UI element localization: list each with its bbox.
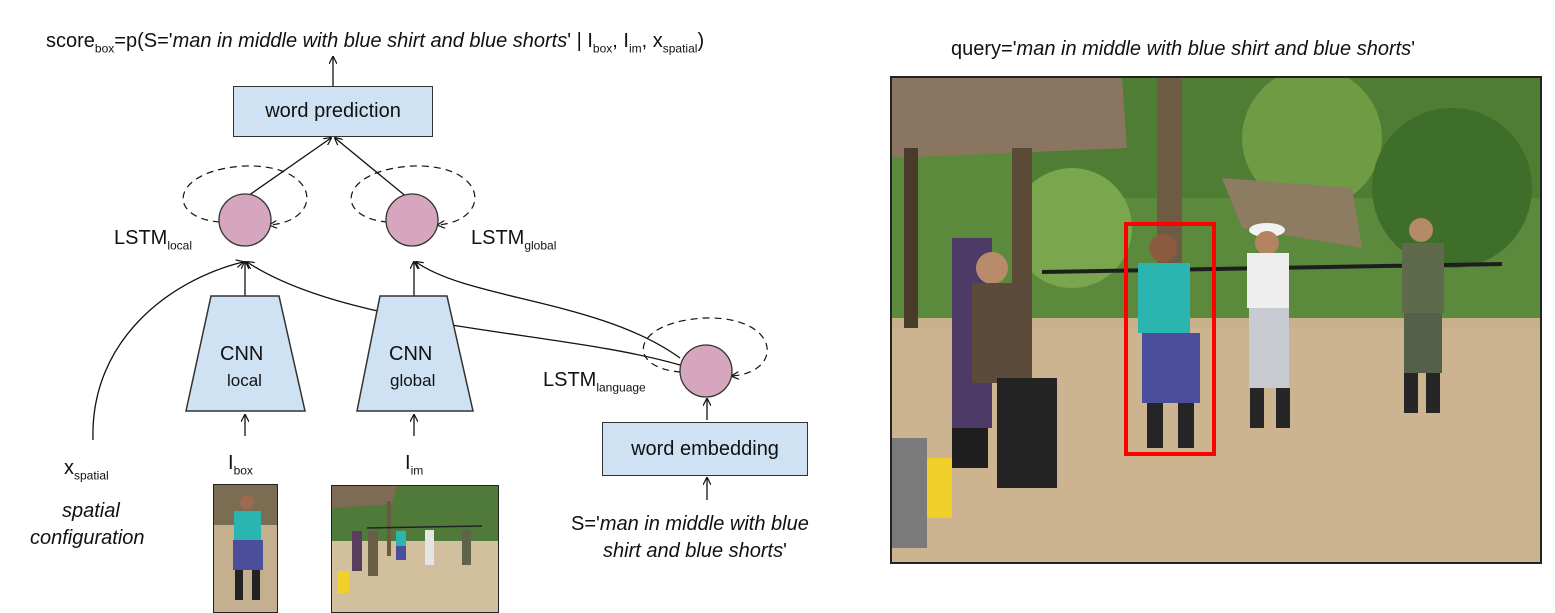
lstm-global-node [385, 193, 439, 247]
iim-label: Iim [405, 452, 424, 478]
language-to-local-curve [247, 262, 681, 366]
x-main: x [64, 457, 74, 479]
lstm-local-main: LSTM [114, 227, 168, 249]
lstm-language-label: LSTMlanguage [543, 369, 646, 395]
ibox-sub: box [233, 463, 253, 478]
formula-box-sub: box [592, 41, 613, 56]
iim-sub: im [410, 463, 424, 478]
word-prediction-box: word prediction [233, 86, 433, 137]
loop-local [182, 165, 308, 225]
spatial-config-line2: configuration [30, 527, 145, 549]
cnn-global-title: CNN [389, 343, 433, 365]
formula-query: man in middle with blue shirt and blue s… [172, 30, 568, 52]
formula-comma2: , x [641, 30, 663, 52]
global-to-prediction-arrow [335, 138, 409, 199]
iim-thumbnail [331, 485, 499, 613]
ibox-thumbnail [213, 484, 278, 613]
lstm-local-sub: local [167, 238, 193, 253]
spatial-config-line1: spatial [62, 500, 120, 522]
x-sub: spatial [74, 468, 109, 483]
formula-eq: =p(S=' [114, 30, 173, 52]
cnn-global-shape [356, 295, 474, 412]
word-prediction-label: word prediction [265, 100, 401, 122]
sentence-line2: shirt and blue shorts' [603, 540, 787, 563]
local-to-prediction-arrow [244, 138, 331, 199]
score-sub: box [94, 41, 115, 56]
lstm-global-sub: global [524, 238, 557, 253]
query-suffix: ' [1411, 38, 1416, 60]
lstm-language-main: LSTM [543, 369, 597, 391]
loop-global [350, 165, 476, 225]
s-line2: shirt and blue shorts [603, 540, 784, 562]
sentence-line1: S='man in middle with blue [571, 513, 809, 536]
iim-main: I [405, 452, 411, 474]
target-highlight-box [1124, 222, 1216, 456]
ibox-label: Ibox [228, 452, 253, 478]
score-text: score [46, 30, 95, 52]
scene-photo [890, 76, 1542, 564]
cnn-local-sub: local [227, 371, 262, 390]
lstm-local-node [218, 193, 272, 247]
s-prefix: S=' [571, 513, 600, 535]
score-formula: scorebox=p(S='man in middle with blue sh… [46, 30, 705, 56]
query-label: query='man in middle with blue shirt and… [951, 38, 1415, 61]
cnn-local-shape [185, 295, 306, 412]
word-embedding-label: word embedding [631, 437, 779, 460]
formula-im-sub: im [628, 41, 642, 56]
language-to-global-curve [416, 262, 681, 359]
query-text: man in middle with blue shirt and blue s… [1016, 38, 1412, 60]
lstm-language-sub: language [596, 380, 646, 395]
lstm-local-label: LSTMlocal [114, 227, 193, 253]
formula-spatial-sub: spatial [662, 41, 698, 56]
lstm-global-label: LSTMglobal [471, 227, 557, 253]
formula-close: ) [697, 30, 705, 52]
query-prefix: query=' [951, 38, 1017, 60]
ibox-main: I [228, 452, 234, 474]
x-spatial-label: xspatial [64, 457, 109, 483]
lstm-global-main: LSTM [471, 227, 525, 249]
s-suffix: ' [783, 540, 787, 562]
cnn-global-sub: global [390, 371, 436, 390]
lstm-language-node [679, 344, 733, 398]
formula-comma1: , I [612, 30, 629, 52]
loop-language [642, 317, 768, 376]
word-embedding-box: word embedding [602, 422, 808, 476]
cnn-local-title: CNN [220, 343, 264, 365]
spatial-curve [92, 262, 243, 441]
s-line1: man in middle with blue [599, 513, 809, 535]
formula-bar: ' | I [567, 30, 593, 52]
